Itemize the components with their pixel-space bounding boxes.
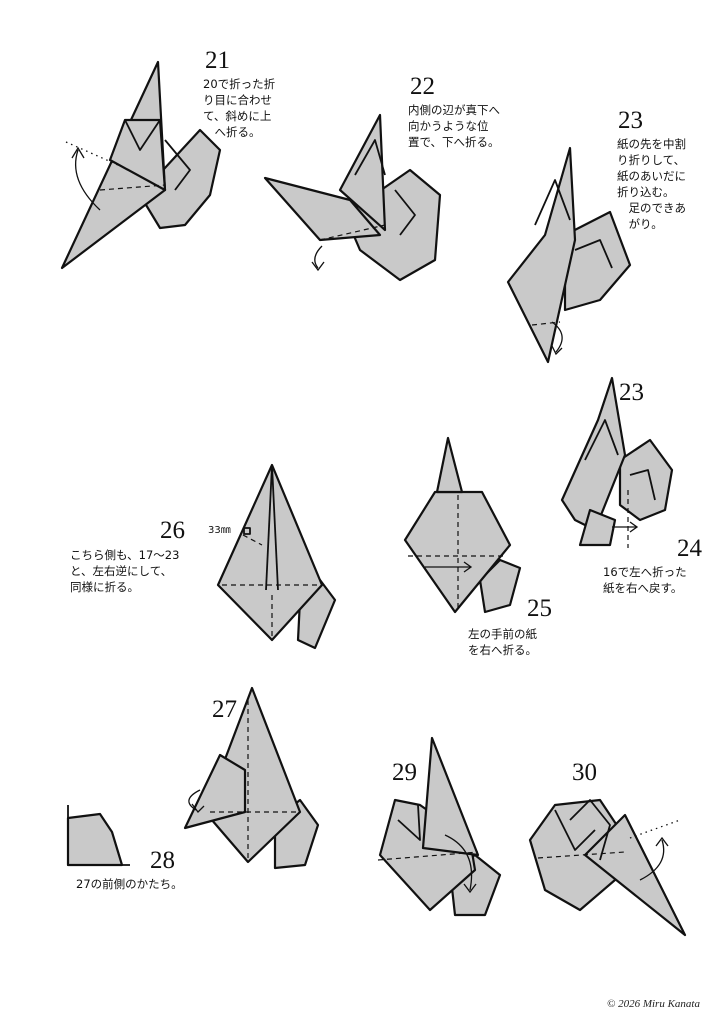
step-number-24: 24 <box>677 535 702 562</box>
step-caption-26: こちら側も、17〜23 と、左右逆にして、 同様に折る。 <box>70 548 180 594</box>
step-caption-24: 16で左へ折った 紙を右へ戻す。 <box>603 565 687 595</box>
diagram-step-26 <box>216 463 337 650</box>
step-caption-25: 左の手前の紙 を右へ折る。 <box>468 627 537 657</box>
measurement-label: 33㎜ <box>208 525 231 536</box>
step-number-23: 23 <box>618 107 643 134</box>
diagram-step-23a <box>506 146 632 364</box>
diagram-step-27 <box>183 686 320 870</box>
diagram-step-28 <box>66 805 130 867</box>
diagram-step-24-marks <box>612 490 639 548</box>
step-number-30: 30 <box>572 759 597 786</box>
diagram-step-21 <box>60 60 222 270</box>
step-caption-21: 20で折った折 り目に合わせ て、斜めに上 へ折る。 <box>203 77 276 139</box>
diagram-step-29 <box>377 736 502 917</box>
step-caption-28: 27の前側のかたち。 <box>76 877 183 891</box>
diagram-step-30 <box>528 798 687 937</box>
step-number-29: 29 <box>392 759 417 786</box>
step-caption-22: 内側の辺が真下へ 向かうような位 置で、下へ折る。 <box>408 103 500 149</box>
step-number-25: 25 <box>527 595 552 622</box>
step-number-26: 26 <box>160 517 185 544</box>
diagram-step-25 <box>403 436 522 614</box>
step-number-21: 21 <box>205 47 230 74</box>
step-number-28: 28 <box>150 847 175 874</box>
step-caption-23: 紙の先を中割 り折りして、 紙のあいだに 折り込む。 足のできあ がり。 <box>617 137 686 231</box>
diagram-step-23b <box>560 376 674 547</box>
step-number-27: 27 <box>212 696 237 723</box>
copyright-notice: © 2026 Miru Kanata <box>606 998 700 1010</box>
step-number-23-second: 23 <box>619 379 644 406</box>
diagram-step-22 <box>263 113 442 282</box>
step-number-22: 22 <box>410 73 435 100</box>
